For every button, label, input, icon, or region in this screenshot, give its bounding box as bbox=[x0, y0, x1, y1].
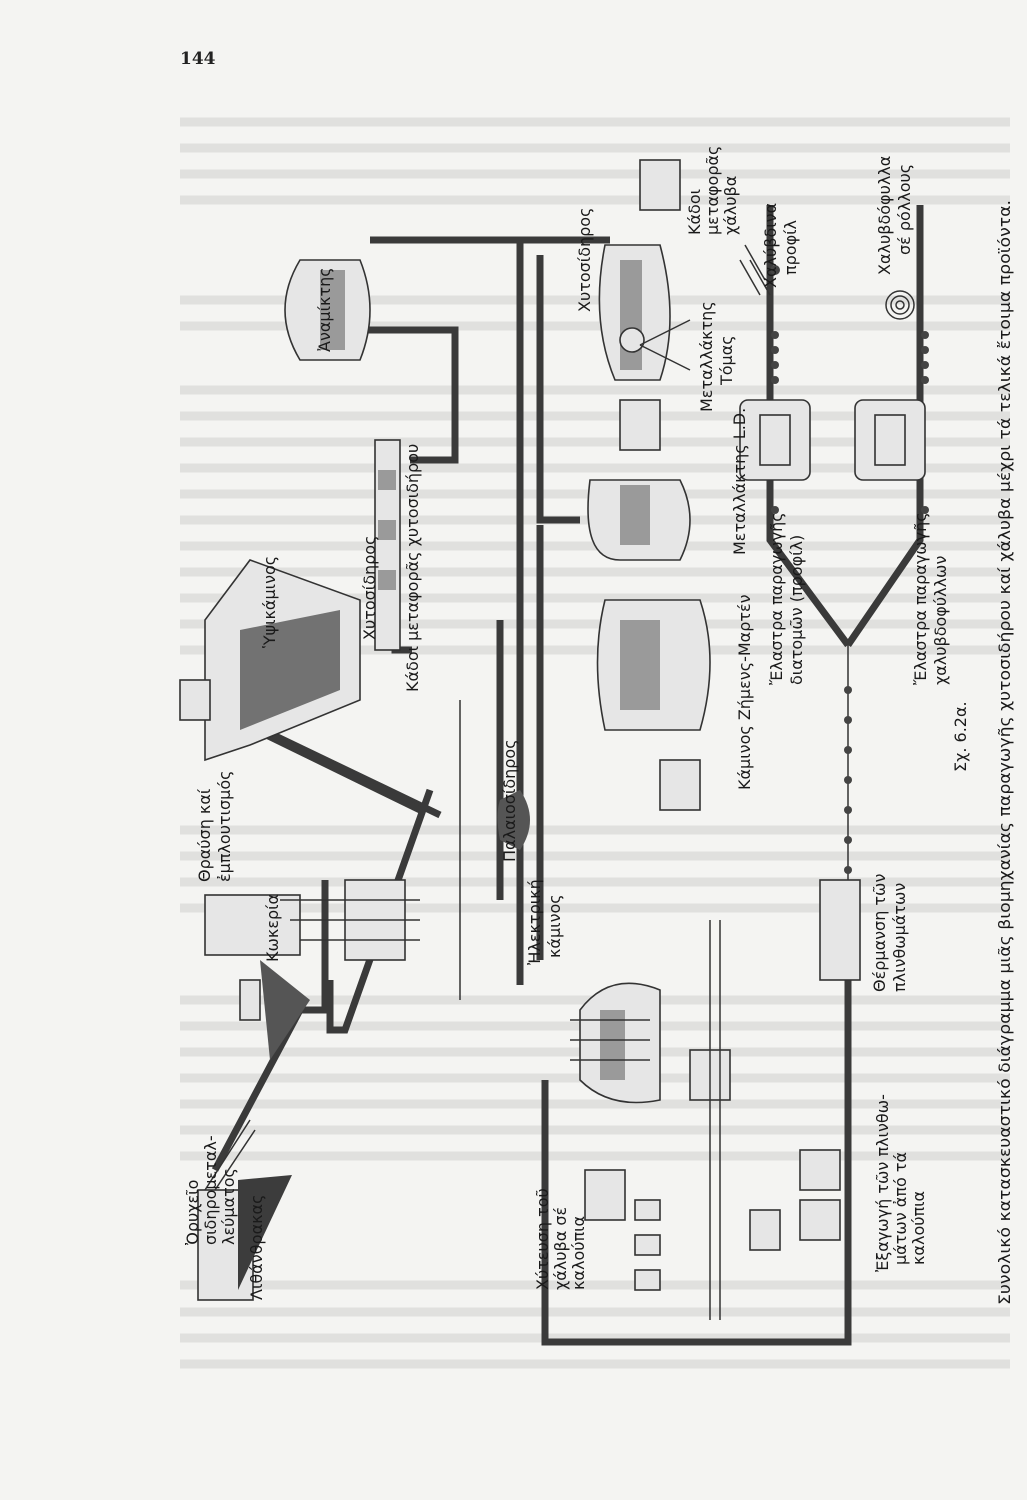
casting-molds bbox=[584, 920, 781, 1320]
label-sheet-mill: χαλυβδοφύλλων bbox=[931, 556, 950, 685]
sheet-mill-stand bbox=[854, 399, 926, 481]
label-mine: σιδηρομεταλ- bbox=[201, 1135, 220, 1245]
label-crushing: ἐμπλουτισμός bbox=[215, 770, 234, 882]
label-coke-oven: Κωκερία bbox=[263, 894, 282, 962]
roller-tables bbox=[771, 331, 929, 904]
blast-furnace bbox=[179, 559, 361, 762]
siemens-martin-furnace bbox=[596, 599, 711, 811]
crushing-plant bbox=[204, 894, 310, 1060]
label-steel-ladles: Κάδοι bbox=[685, 189, 704, 235]
coke-oven bbox=[280, 879, 420, 961]
label-pig-iron: Χυτοσίδηρος bbox=[360, 536, 379, 640]
label-thomas-converter: Μεταλλάκτης bbox=[697, 301, 716, 412]
label-steel-coils: σέ ρόλλους bbox=[895, 164, 914, 255]
pig-iron-ladle-cars bbox=[374, 439, 401, 651]
label-stripping: Ἐξαγωγή τῶν πλινθω- bbox=[873, 1094, 892, 1272]
label-ld-converter: Μεταλλάκτης L.D. bbox=[730, 408, 749, 555]
label-stripping: καλούπια bbox=[909, 1191, 928, 1265]
label-pig-iron-ladles: Κάδοι μεταφορᾶς χυτοσιδήρου bbox=[403, 444, 422, 692]
section-mill-stand bbox=[739, 399, 811, 481]
mixer bbox=[284, 259, 371, 361]
flow-lines bbox=[188, 205, 924, 1346]
page-number: 144 bbox=[180, 49, 216, 69]
label-section-mill: Ἔλαστρα παραγωγῆς bbox=[767, 512, 786, 685]
label-casting: χάλυβα σέ bbox=[551, 1207, 570, 1290]
label-casting: Χύτευση τοῦ bbox=[533, 1188, 552, 1290]
label-steel-coils: Χαλυβδόφυλλα bbox=[875, 156, 894, 275]
coil-output bbox=[885, 290, 915, 320]
label-heating: Θέρμανση τῶν bbox=[870, 874, 889, 992]
figure-number: Σχ. 6.2α. bbox=[951, 701, 970, 772]
label-electric-furnace: κάμινος bbox=[545, 894, 564, 958]
label-heating: πλινθωμάτων bbox=[890, 883, 909, 992]
label-mine: Ὀρυχεῖο bbox=[183, 1180, 202, 1245]
label-sheet-mill: Ἔλαστρα παραγωγῆς bbox=[911, 512, 930, 685]
profiles-output bbox=[739, 244, 780, 296]
label-steel-ladles: χάλυβα bbox=[721, 176, 740, 235]
label-crushing: Θραύση καί bbox=[195, 788, 214, 882]
coal-pile bbox=[238, 1175, 292, 1290]
label-pig-iron-2: Χυτοσίδηρος bbox=[575, 208, 594, 312]
label-section-mill: διατομῶν (προφίλ) bbox=[787, 535, 806, 685]
label-stripping: μάτων ἀπό τά bbox=[891, 1152, 910, 1265]
label-blast-furnace: Ὑψικάμινος bbox=[260, 556, 279, 648]
label-thomas-converter: Τόμας bbox=[717, 335, 736, 386]
thomas-converter bbox=[598, 159, 691, 381]
labels: Ὀρυχεῖο σιδηρομεταλ- λεύματος Λιθάνθρακα… bbox=[183, 146, 950, 1300]
label-siemens-martin: Κάμινος Ζήμενς-Μαρτέν bbox=[735, 594, 754, 790]
label-scrap: Παλαιοσίδηρος bbox=[500, 739, 519, 862]
label-mixer: Ἀναμίκτης bbox=[315, 267, 334, 352]
soaking-pits bbox=[799, 879, 861, 1241]
label-mine: λεύματος bbox=[219, 1168, 238, 1245]
figure-caption: Συνολικό κατασκευαστικό διάγραμμα μιᾶς β… bbox=[995, 200, 1014, 1305]
ld-converter bbox=[587, 399, 691, 561]
label-electric-furnace: Ἠλεκτρική bbox=[525, 879, 544, 965]
label-steel-profiles: προφίλ bbox=[781, 220, 800, 275]
label-casting: καλούπια bbox=[569, 1216, 588, 1290]
label-steel-profiles: Χαλύβδινα bbox=[761, 203, 780, 288]
scrap-crane bbox=[459, 700, 530, 1000]
label-coal: Λιθάνθρακας bbox=[247, 1195, 266, 1301]
label-steel-ladles: μεταφορᾶς bbox=[703, 146, 722, 235]
